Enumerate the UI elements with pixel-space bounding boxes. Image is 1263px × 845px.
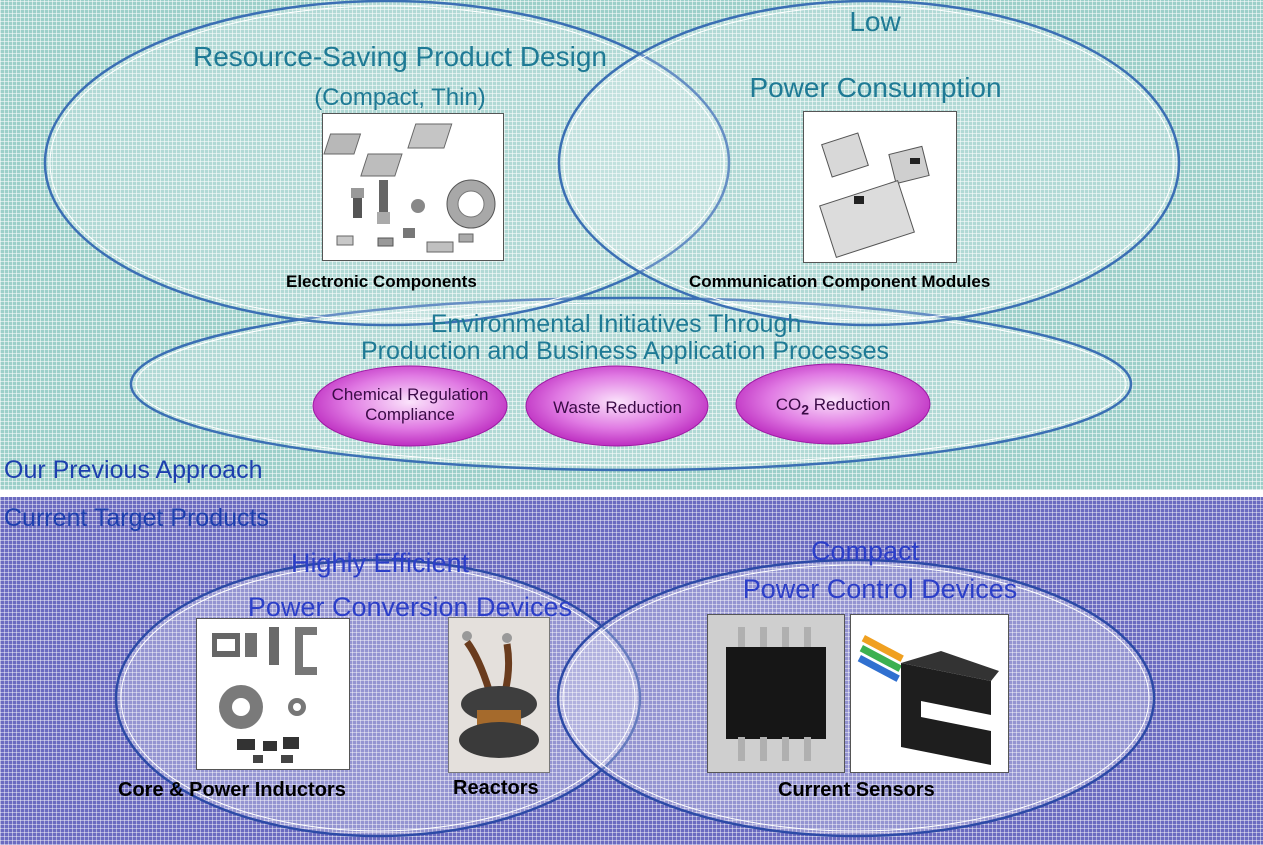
core-inductors-caption: Core & Power Inductors	[118, 779, 346, 801]
reactors-photo	[448, 617, 550, 773]
core-inductors-photo	[196, 618, 350, 770]
co2-prefix: CO	[775, 395, 802, 414]
current-sensors-caption: Current Sensors	[778, 779, 935, 801]
core-inductors-image	[212, 627, 317, 763]
communication-modules-caption: Communication Component Modules	[689, 272, 991, 291]
waste-bubble	[525, 365, 709, 447]
power-title-line2: Power Consumption	[749, 72, 1002, 103]
chemical-bubble-label: Chemical Regulation Compliance	[300, 385, 520, 425]
reactors-caption: Reactors	[453, 777, 539, 799]
current-target-panel: Current Target Products Highly Efficient…	[0, 497, 1263, 845]
communication-modules-photo	[803, 111, 957, 263]
design-title: Resource-Saving Product Design	[193, 41, 607, 72]
current-sensor-photo	[850, 614, 1009, 773]
electronic-components-photo	[322, 113, 504, 261]
env-title-line2: Production and Business Application Proc…	[360, 337, 890, 365]
env-title-line1: Environmental Initiatives Through	[430, 310, 802, 338]
ic-chip-image	[708, 615, 844, 772]
electronic-components-image	[323, 123, 496, 253]
power-title-line1: Low	[849, 6, 901, 37]
current-sensor-image	[857, 635, 999, 765]
previous-approach-label: Our Previous Approach	[4, 456, 263, 484]
chemical-line1: Chemical Regulation	[331, 385, 489, 404]
control-title-line1: Compact	[810, 536, 920, 566]
chemical-line2: Compliance	[365, 405, 455, 424]
efficient-title-line1: Highly Efficient	[290, 548, 470, 578]
ic-chip-photo	[707, 614, 845, 773]
communication-modules-image	[819, 132, 930, 258]
co2-subscript: 2	[801, 401, 809, 418]
co2-suffix: Reduction	[809, 395, 891, 414]
current-target-label: Current Target Products	[4, 504, 269, 532]
co2-bubble	[735, 363, 931, 445]
co2-bubble-label: CO2 Reduction	[745, 395, 921, 419]
chemical-bubble	[312, 365, 508, 447]
previous-approach-panel: Resource-Saving Product Design (Compact,…	[0, 0, 1263, 490]
reactors-image	[449, 618, 549, 772]
electronic-components-caption: Electronic Components	[286, 272, 477, 291]
design-subtitle: (Compact, Thin)	[314, 84, 486, 111]
waste-bubble-label: Waste Reduction	[553, 398, 682, 417]
control-title-line2: Power Control Devices	[742, 574, 1018, 604]
